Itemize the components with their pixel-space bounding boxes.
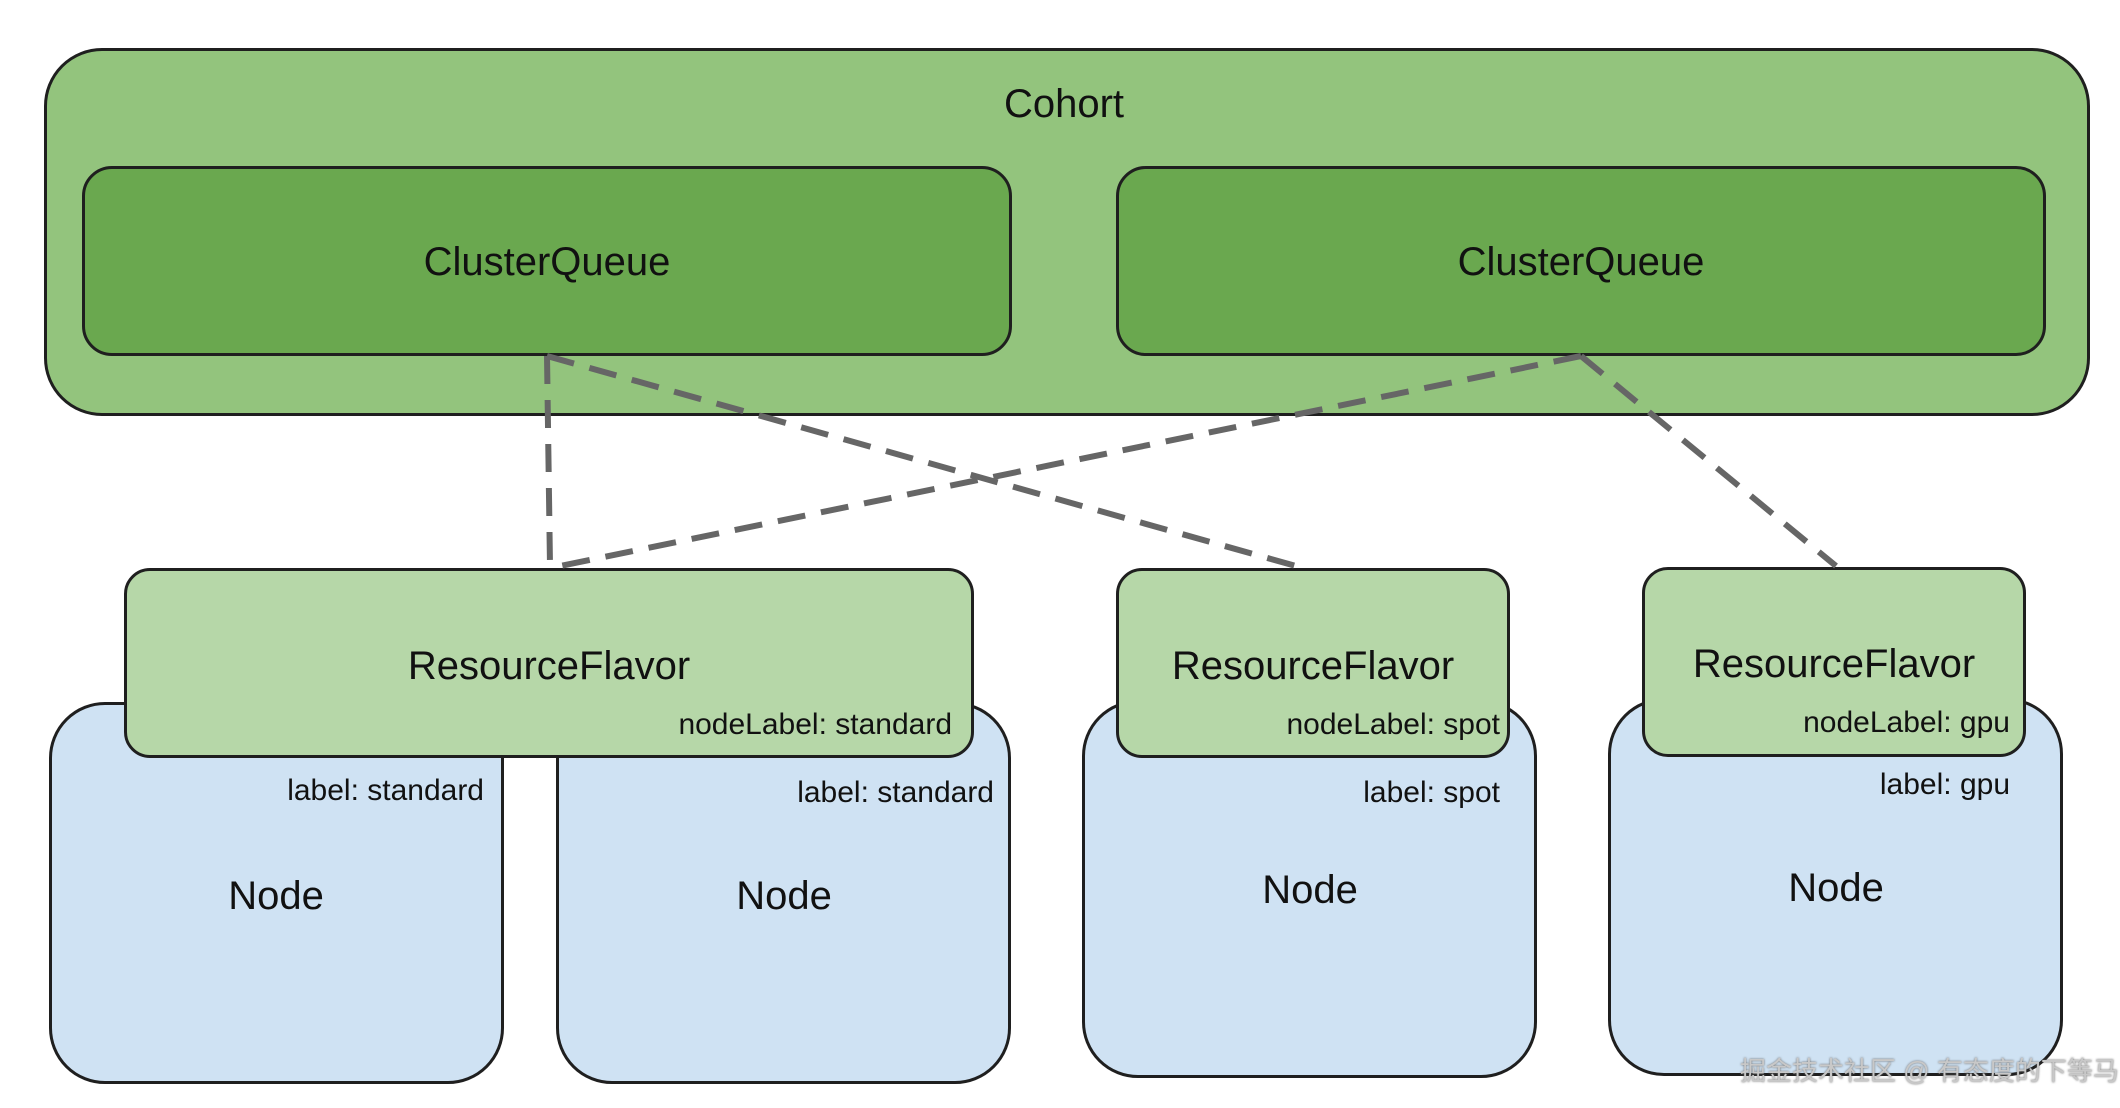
- node-3-label-text: label: spot: [1363, 776, 1500, 809]
- node-2-label: Node: [736, 874, 832, 918]
- cluster-queue-1-label: ClusterQueue: [423, 240, 671, 284]
- node-4-label: Node: [1788, 866, 1884, 910]
- watermark: 掘金技术社区 @ 有态度的下等马: [1740, 1056, 2119, 1086]
- resource-flavor-spot-node-label: nodeLabel: spot: [1286, 708, 1500, 741]
- node-1-label-text: label: standard: [287, 774, 484, 807]
- cluster-queue-2-label: ClusterQueue: [1457, 240, 1705, 284]
- resource-flavor-gpu-label: ResourceFlavor: [1692, 642, 1976, 686]
- node-2-label-text: label: standard: [797, 776, 994, 809]
- cluster-queue-1: [82, 166, 1012, 356]
- resource-flavor-standard-label: ResourceFlavor: [407, 644, 691, 688]
- node-4-label-text: label: gpu: [1879, 768, 2010, 801]
- resource-flavor-standard-node-label: nodeLabel: standard: [678, 708, 952, 741]
- node-1-label: Node: [228, 874, 324, 918]
- resource-flavor-standard: [124, 568, 974, 758]
- resource-flavor-spot: [1116, 568, 1510, 758]
- node-3-label: Node: [1262, 868, 1358, 912]
- resource-flavor-gpu-node-label: nodeLabel: gpu: [1803, 706, 2010, 739]
- resource-flavor-spot-label: ResourceFlavor: [1171, 644, 1455, 688]
- resource-flavor-gpu: [1642, 567, 2026, 757]
- node-4: [1608, 698, 2063, 1076]
- node-2: [556, 702, 1011, 1084]
- node-1: [49, 702, 504, 1084]
- cohort-label: Cohort: [1003, 82, 1125, 126]
